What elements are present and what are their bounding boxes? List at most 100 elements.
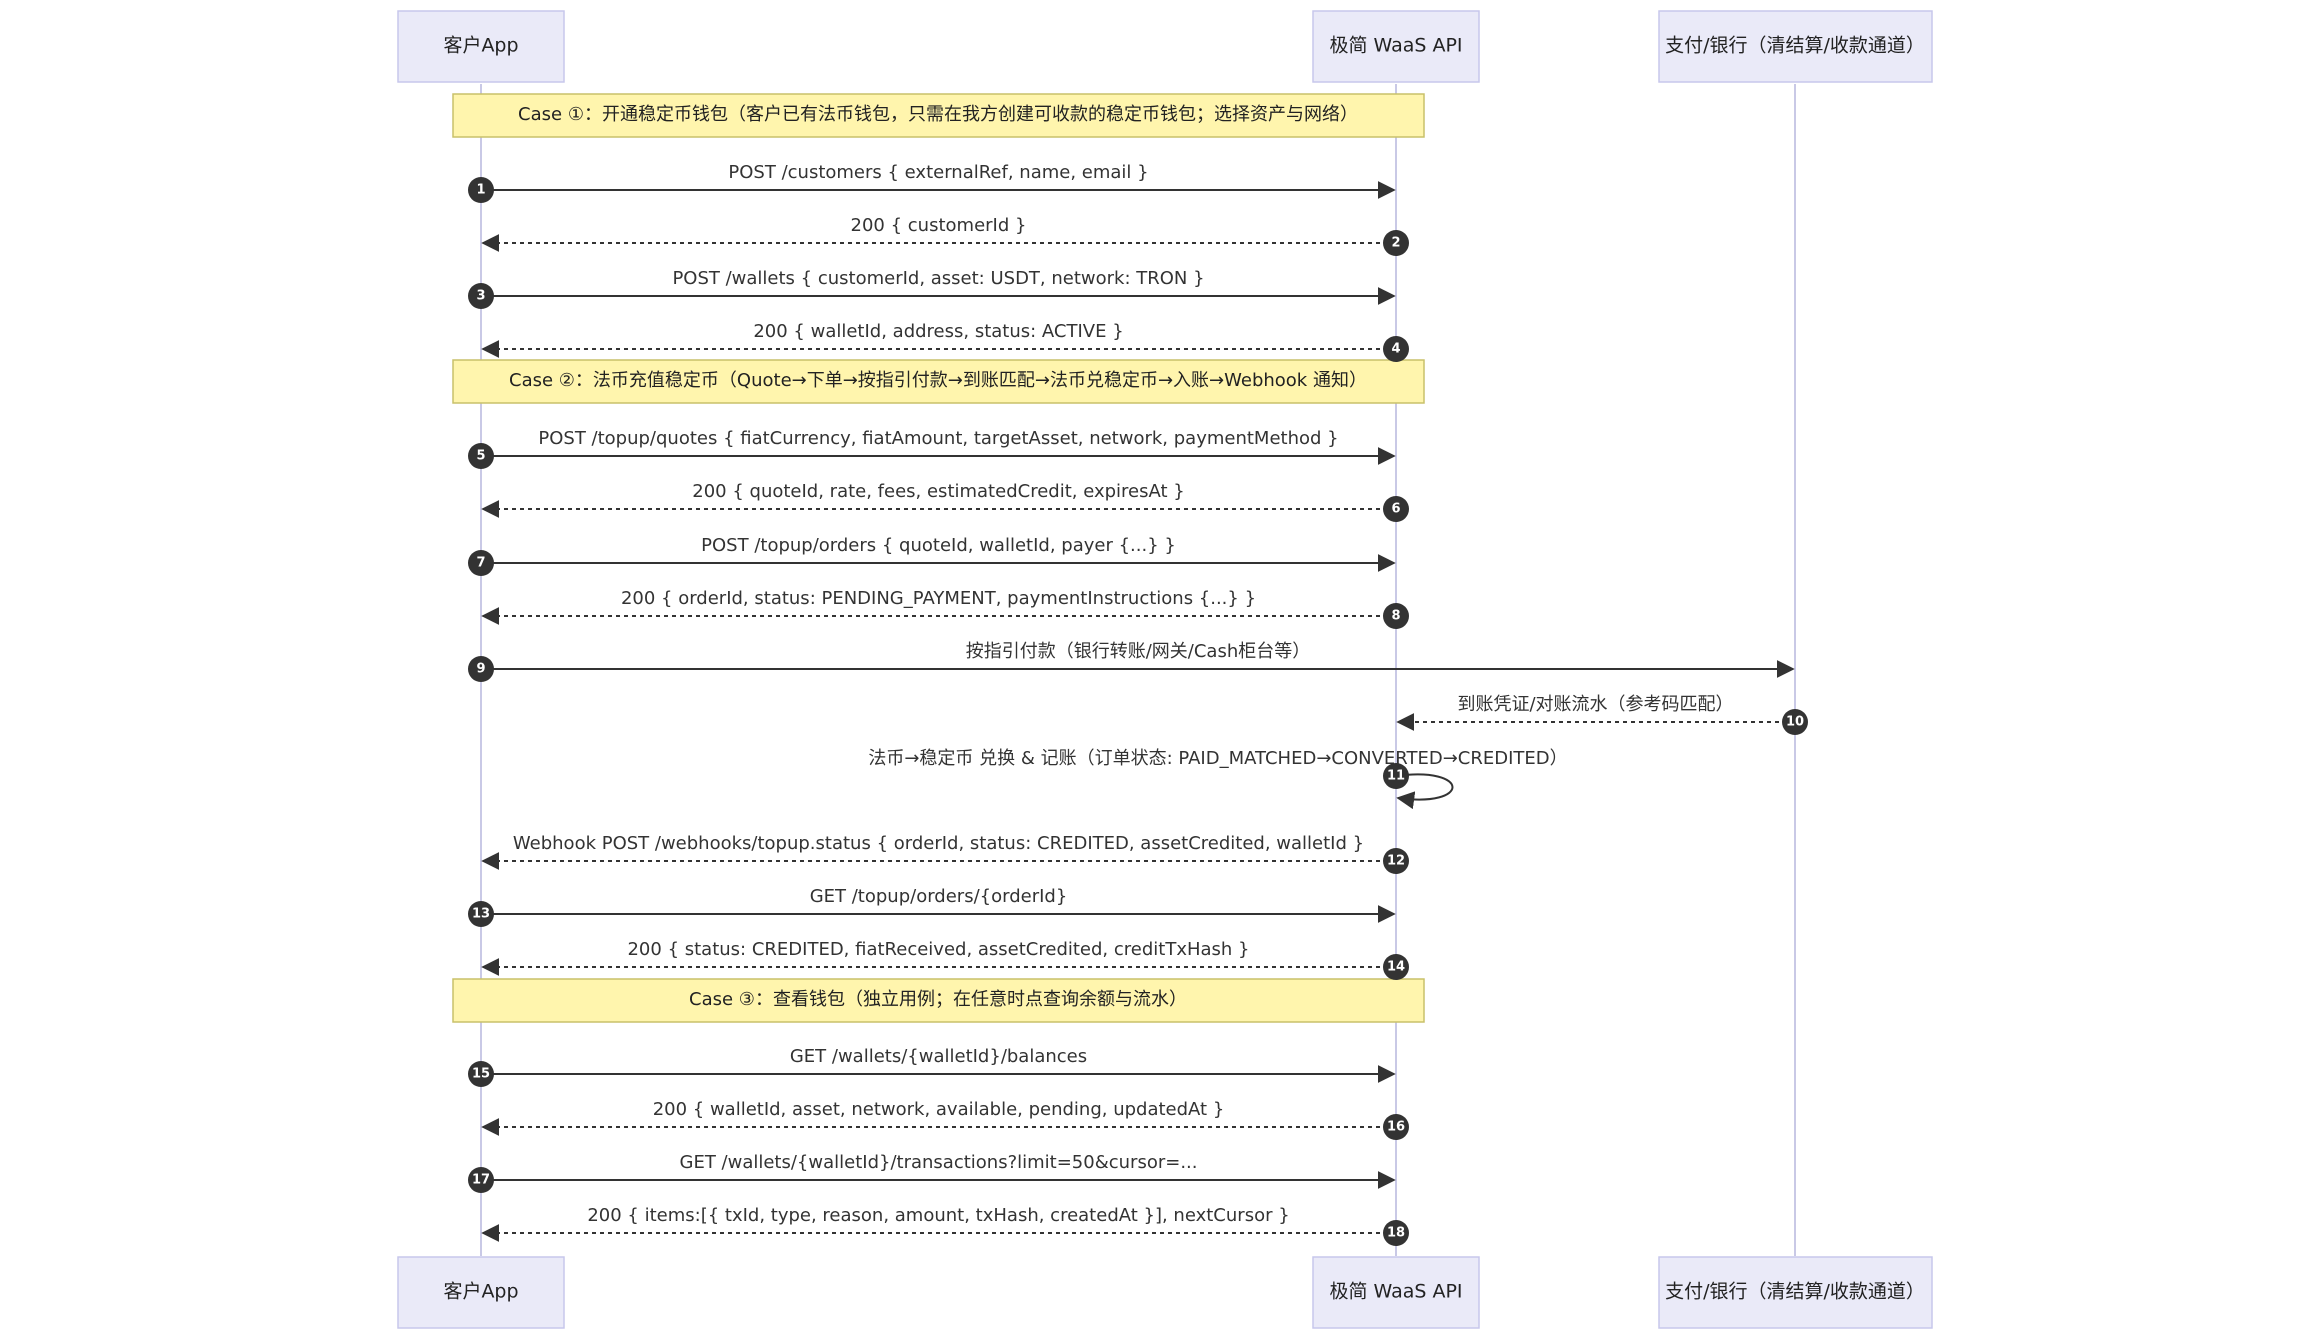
badge-circle [1383,763,1409,789]
note-text: Case ②：法币充值稳定币（Quote→下单→按指引付款→到账匹配→法币兑稳定… [509,370,1367,391]
message-1: POST /customers { externalRef, name, ema… [468,162,1396,203]
badge-circle [1383,848,1409,874]
badge-number: 17 [472,1173,490,1188]
actor-label: 极简 WaaS API [1329,35,1462,57]
actor-api-top: 极简 WaaS API [1312,10,1480,83]
message-label: POST /wallets { customerId, asset: USDT,… [672,268,1204,289]
step-badge: 4 [1383,336,1409,362]
step-badge: 17 [468,1167,494,1193]
actor-label: 支付/银行（清结算/收款通道） [1665,35,1925,57]
note-case-3: Case ③：查看钱包（独立用例；在任意时点查询余额与流水） [452,978,1425,1023]
badge-number: 15 [472,1067,490,1082]
badge-number: 2 [1391,236,1400,251]
actor-app-top: 客户App [397,10,565,83]
badge-number: 8 [1391,609,1400,624]
message-label: GET /topup/orders/{orderId} [810,886,1068,907]
badge-circle [1383,336,1409,362]
badge-circle [468,1167,494,1193]
message-label: 200 { status: CREDITED, fiatReceived, as… [627,939,1249,960]
step-badge: 15 [468,1061,494,1087]
message-label: 200 { items:[{ txId, type, reason, amoun… [587,1205,1289,1226]
badge-number: 11 [1387,769,1405,784]
message-13: GET /topup/orders/{orderId} 13 [468,886,1396,927]
note-case-1: Case ①：开通稳定币钱包（客户已有法币钱包，只需在我方创建可收款的稳定币钱包… [452,93,1425,138]
badge-circle [1383,496,1409,522]
message-8: 200 { orderId, status: PENDING_PAYMENT, … [481,588,1409,629]
message-2: 200 { customerId } 2 [481,215,1409,256]
badge-number: 16 [1387,1120,1405,1135]
message-6: 200 { quoteId, rate, fees, estimatedCred… [481,481,1409,522]
badge-circle [1383,954,1409,980]
badge-number: 6 [1391,502,1400,517]
actor-label: 客户App [443,35,518,57]
message-label: POST /topup/quotes { fiatCurrency, fiatA… [538,428,1338,449]
message-label: GET /wallets/{walletId}/balances [790,1046,1087,1067]
step-badge: 14 [1383,954,1409,980]
message-label: 法币→稳定币 兑换 & 记账（订单状态: PAID_MATCHED→CONVER… [868,748,1567,769]
step-badge: 5 [468,443,494,469]
actor-api-bottom: 极简 WaaS API [1312,1256,1480,1329]
badge-number: 10 [1786,715,1804,730]
badge-circle [468,283,494,309]
badge-circle [1383,1114,1409,1140]
message-10: 到账凭证/对账流水（参考码匹配） 10 [1396,694,1808,735]
badge-number: 3 [476,289,485,304]
message-label: 200 { quoteId, rate, fees, estimatedCred… [692,481,1184,502]
step-badge: 6 [1383,496,1409,522]
message-label: 200 { walletId, address, status: ACTIVE … [753,321,1123,342]
messages-layer: POST /customers { externalRef, name, ema… [468,162,1808,1246]
actor-label: 支付/银行（清结算/收款通道） [1665,1281,1925,1303]
badge-circle [1782,709,1808,735]
note-text: Case ①：开通稳定币钱包（客户已有法币钱包，只需在我方创建可收款的稳定币钱包… [518,104,1358,125]
message-label: 200 { walletId, asset, network, availabl… [653,1099,1225,1120]
message-18: 200 { items:[{ txId, type, reason, amoun… [481,1205,1409,1246]
badge-number: 7 [476,556,485,571]
badge-number: 18 [1387,1226,1405,1241]
step-badge: 12 [1383,848,1409,874]
badge-circle [468,443,494,469]
actor-label: 客户App [443,1281,518,1303]
badge-number: 4 [1391,342,1400,357]
message-label: POST /topup/orders { quoteId, walletId, … [701,535,1176,556]
actor-bank-top: 支付/银行（清结算/收款通道） [1658,10,1933,83]
message-3: POST /wallets { customerId, asset: USDT,… [468,268,1396,309]
message-label: 到账凭证/对账流水（参考码匹配） [1457,694,1733,715]
step-badge: 3 [468,283,494,309]
step-badge: 8 [1383,603,1409,629]
message-label: POST /customers { externalRef, name, ema… [728,162,1148,183]
self-message-arrow [1395,773,1454,810]
badge-circle [468,901,494,927]
message-14: 200 { status: CREDITED, fiatReceived, as… [481,939,1409,980]
badge-circle [1383,603,1409,629]
message-label: 200 { customerId } [851,215,1027,236]
message-11: 法币→稳定币 兑换 & 记账（订单状态: PAID_MATCHED→CONVER… [868,748,1568,810]
step-badge: 13 [468,901,494,927]
note-case-2: Case ②：法币充值稳定币（Quote→下单→按指引付款→到账匹配→法币兑稳定… [452,359,1425,404]
actor-label: 极简 WaaS API [1329,1281,1462,1303]
step-badge: 10 [1782,709,1808,735]
actor-bank-bottom: 支付/银行（清结算/收款通道） [1658,1256,1933,1329]
message-12: Webhook POST /webhooks/topup.status { or… [481,833,1409,874]
step-badge: 1 [468,177,494,203]
step-badge: 16 [1383,1114,1409,1140]
message-label: 按指引付款（银行转账/网关/Cash柜台等） [966,641,1311,662]
message-4: 200 { walletId, address, status: ACTIVE … [481,321,1409,362]
step-badge: 9 [468,656,494,682]
actor-app-bottom: 客户App [397,1256,565,1329]
badge-circle [1383,230,1409,256]
message-9: 按指引付款（银行转账/网关/Cash柜台等） 9 [468,641,1795,682]
badge-circle [468,177,494,203]
step-badge: 18 [1383,1220,1409,1246]
step-badge: 11 [1383,763,1409,789]
badge-number: 13 [472,907,490,922]
badge-circle [1383,1220,1409,1246]
message-label: GET /wallets/{walletId}/transactions?lim… [680,1152,1198,1173]
message-5: POST /topup/quotes { fiatCurrency, fiatA… [468,428,1396,469]
step-badge: 7 [468,550,494,576]
badge-circle [468,656,494,682]
message-17: GET /wallets/{walletId}/transactions?lim… [468,1152,1396,1193]
badge-number: 12 [1387,854,1405,869]
message-label: 200 { orderId, status: PENDING_PAYMENT, … [621,588,1256,609]
badge-circle [468,550,494,576]
